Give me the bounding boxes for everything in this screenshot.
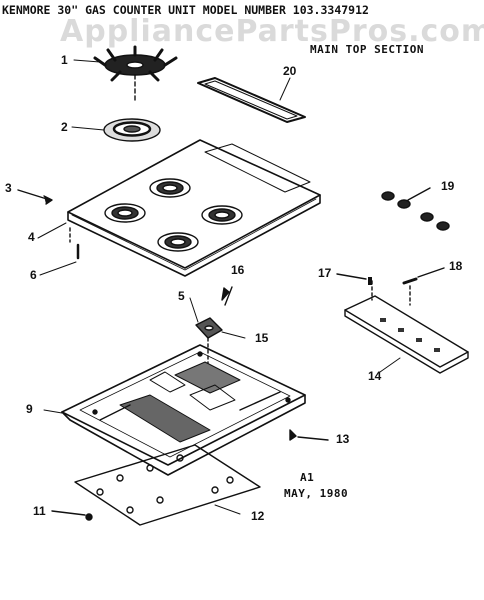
leader-lines bbox=[37, 59, 401, 515]
burner-box-part bbox=[61, 344, 306, 476]
burner-cap-part bbox=[93, 45, 178, 101]
diagram-title: KENMORE 30" GAS COUNTER UNIT MODEL NUMBE… bbox=[2, 3, 369, 17]
callout-3: 3 bbox=[5, 181, 12, 195]
section-title: MAIN TOP SECTION bbox=[310, 43, 424, 56]
burner-ring-part bbox=[103, 118, 161, 142]
callout-12: 12 bbox=[251, 509, 265, 523]
callout-1: 1 bbox=[61, 53, 68, 67]
callout-14: 14 bbox=[368, 369, 382, 383]
screw-part-11 bbox=[51, 510, 93, 521]
callout-18: 18 bbox=[449, 259, 463, 273]
callout-4: 4 bbox=[28, 230, 35, 244]
callout-2: 2 bbox=[61, 120, 68, 134]
callout-5: 5 bbox=[178, 289, 185, 303]
callout-17: 17 bbox=[318, 266, 332, 280]
bottom-panel-part bbox=[74, 444, 261, 526]
callout-13: 13 bbox=[336, 432, 350, 446]
callout-19: 19 bbox=[441, 179, 455, 193]
callout-9: 9 bbox=[26, 402, 33, 416]
screw-part-13 bbox=[289, 429, 329, 441]
control-bracket-part-14 bbox=[344, 280, 469, 374]
callout-6: 6 bbox=[30, 268, 37, 282]
small-parts-17-18 bbox=[336, 267, 445, 285]
callout-16: 16 bbox=[231, 263, 245, 277]
knobs-part-19 bbox=[381, 187, 450, 231]
revision-code: A1 bbox=[300, 471, 315, 484]
valve-bracket-part bbox=[195, 286, 233, 366]
gasket-part bbox=[197, 77, 306, 123]
cooktop-panel bbox=[67, 139, 321, 277]
revision-date: MAY, 1980 bbox=[284, 487, 349, 500]
callout-20: 20 bbox=[283, 64, 297, 78]
callout-11: 11 bbox=[33, 504, 46, 518]
pin-part-6 bbox=[69, 227, 80, 260]
screw-part-3 bbox=[17, 189, 53, 205]
callout-15: 15 bbox=[255, 331, 269, 345]
watermark: AppliancePartsPros.com bbox=[60, 14, 484, 49]
